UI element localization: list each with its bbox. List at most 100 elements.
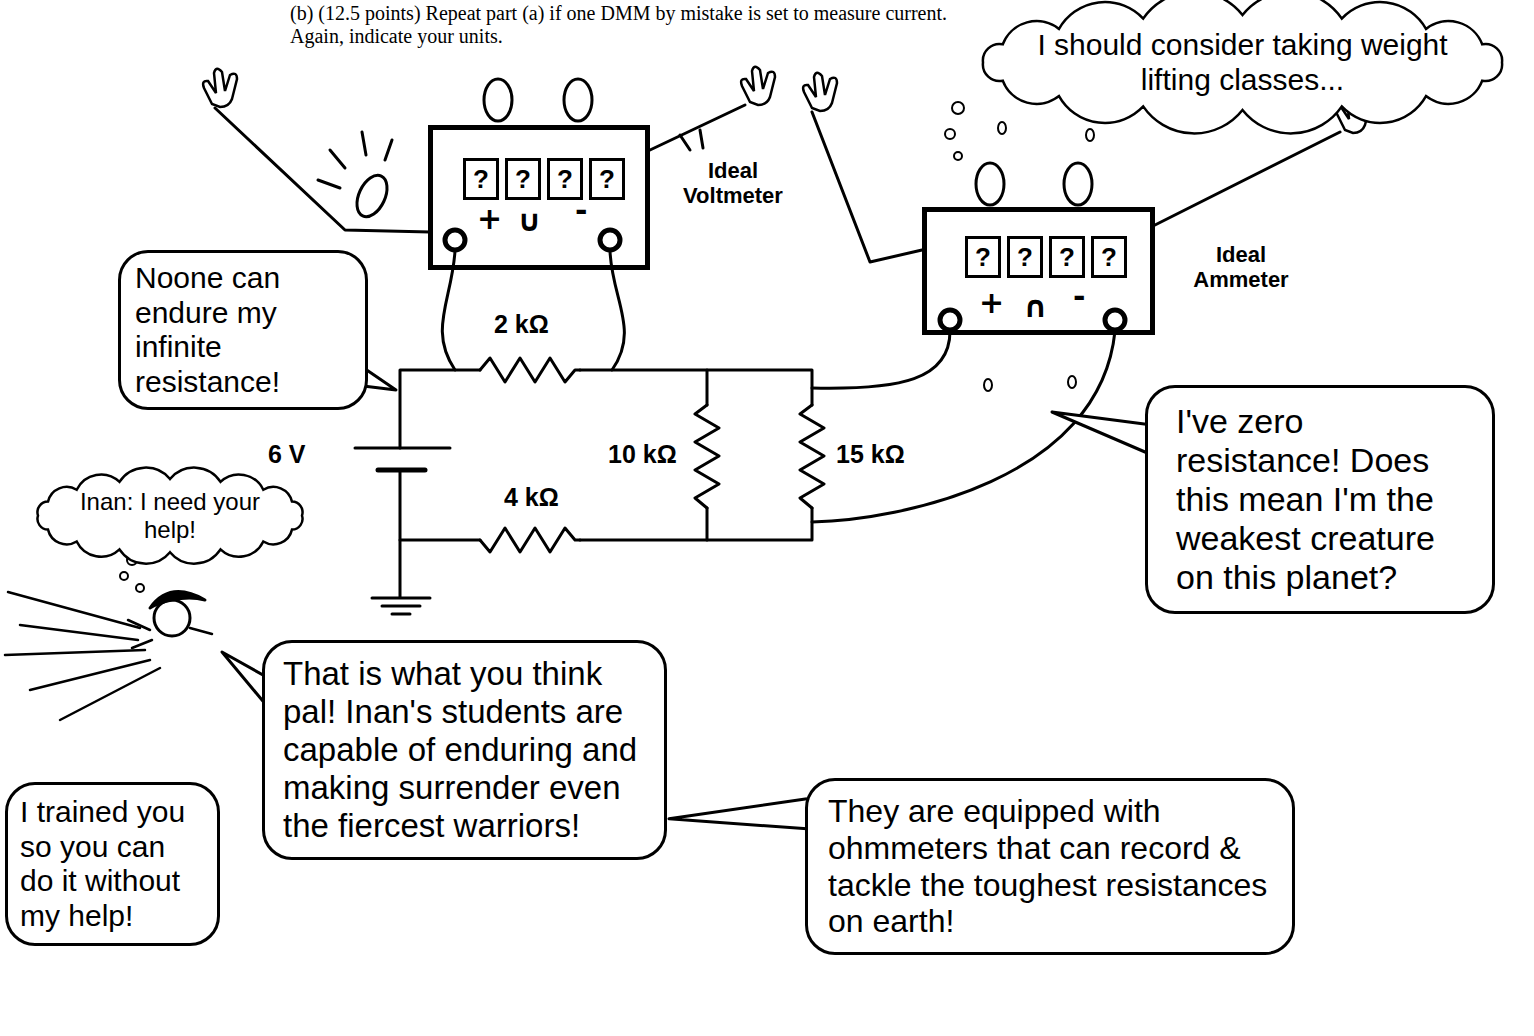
display-digit-text: ? xyxy=(1101,244,1117,270)
thought-dot xyxy=(952,102,964,114)
speech-text: Noone can endure my infinite resistance! xyxy=(135,261,351,399)
sweat-drop xyxy=(998,122,1006,134)
speech-tail xyxy=(1052,412,1152,455)
display-digit: ? xyxy=(589,158,625,200)
component-value: 6 V xyxy=(266,440,308,469)
speech-text: I should consider taking weight lifting … xyxy=(1030,28,1455,97)
display-digit: ? xyxy=(1049,236,1085,278)
component-value: 10 kΩ xyxy=(606,440,679,469)
speech-text: I trained you so you can do it without m… xyxy=(20,795,205,933)
speech-bubble: I trained you so you can do it without m… xyxy=(5,782,220,946)
resistor-symbol xyxy=(695,405,719,508)
display-digit: ? xyxy=(547,158,583,200)
terminal xyxy=(600,230,620,250)
speech-text: That is what you think pal! Inan's stude… xyxy=(283,655,646,845)
speech-text: They are equipped with ohmmeters that ca… xyxy=(828,793,1272,940)
speech-bubble: They are equipped with ohmmeters that ca… xyxy=(805,778,1295,955)
wire xyxy=(580,370,812,405)
cloud-outline xyxy=(983,0,1502,133)
wire xyxy=(706,508,709,540)
arm xyxy=(650,105,745,150)
wire xyxy=(400,370,480,448)
wire xyxy=(399,540,402,597)
meter-box: + ∩-???? xyxy=(922,207,1155,335)
cloud-outline xyxy=(37,468,302,564)
meter-label: Ideal Ammeter xyxy=(1180,242,1302,293)
probe-lead xyxy=(812,331,950,388)
character-head xyxy=(154,600,190,636)
component-value: 15 kΩ xyxy=(834,440,907,469)
hand xyxy=(803,73,837,111)
ground-symbol xyxy=(392,613,410,616)
resistor-symbol xyxy=(480,528,580,552)
sweat-drop xyxy=(1086,129,1094,141)
hand xyxy=(741,67,775,105)
meter-sign: + xyxy=(477,204,502,234)
arm xyxy=(215,108,430,232)
wire xyxy=(580,508,812,540)
character-hair xyxy=(150,592,205,608)
meter-sign: ∩ xyxy=(1023,292,1047,322)
meter-sign: ∪ xyxy=(517,206,541,236)
arm xyxy=(1155,132,1340,225)
probe-lead xyxy=(812,331,1115,522)
display-digit: ? xyxy=(965,236,1001,278)
hand xyxy=(203,69,237,107)
display-digit-text: ? xyxy=(599,166,615,192)
ground-symbol xyxy=(372,597,430,600)
meter-box: + ∪ -???? xyxy=(428,125,650,270)
display-digit-text: ? xyxy=(473,166,489,192)
display-digit: ? xyxy=(505,158,541,200)
battery-symbol xyxy=(378,468,425,473)
eye xyxy=(1064,163,1092,205)
component-value: 4 kΩ xyxy=(502,483,561,512)
terminal xyxy=(445,230,465,250)
wire xyxy=(400,470,480,540)
sweat-drop xyxy=(1068,376,1076,388)
meter-sign: - xyxy=(575,196,587,226)
speech-tail xyxy=(669,799,807,829)
display-digit-text: ? xyxy=(1059,244,1075,270)
light-ray xyxy=(680,130,703,150)
problem-statement: (b) (12.5 points) Repeat part (a) if one… xyxy=(288,2,982,48)
thought-cloud: I should consider taking weight lifting … xyxy=(980,12,1505,113)
eye xyxy=(564,79,592,121)
resistor-symbol xyxy=(480,358,580,382)
thought-dot xyxy=(136,584,144,592)
light-bulb xyxy=(351,171,393,222)
sweat-drop xyxy=(984,379,992,391)
speech-bubble: Noone can endure my infinite resistance! xyxy=(118,250,368,410)
terminal xyxy=(1105,310,1125,330)
meter-sign: + xyxy=(979,288,1004,318)
meter-sign: - xyxy=(1073,282,1085,312)
thought-dot xyxy=(120,572,128,580)
speech-text: I've zero resistance! Does this mean I'm… xyxy=(1176,402,1464,597)
arm xyxy=(812,112,922,262)
thought-dot xyxy=(954,152,962,160)
ground-symbol xyxy=(382,605,420,608)
display-digit: ? xyxy=(1091,236,1127,278)
display-digit-text: ? xyxy=(515,166,531,192)
display-digit-text: ? xyxy=(975,244,991,270)
battery-symbol xyxy=(355,447,450,450)
speech-bubble: That is what you think pal! Inan's stude… xyxy=(262,640,667,860)
eye xyxy=(484,79,512,121)
wire xyxy=(706,370,709,405)
display-digit-text: ? xyxy=(1017,244,1033,270)
display-digit: ? xyxy=(1007,236,1043,278)
meter-label: Ideal Voltmeter xyxy=(672,158,794,209)
speech-bubble: I've zero resistance! Does this mean I'm… xyxy=(1145,385,1495,614)
thought-dot xyxy=(945,129,955,139)
display-digit-text: ? xyxy=(557,166,573,192)
display-digit: ? xyxy=(463,158,499,200)
character-arm xyxy=(128,620,212,648)
eye xyxy=(976,163,1004,205)
component-value: 2 kΩ xyxy=(492,310,551,339)
light-ray xyxy=(318,132,392,188)
speech-text: Inan: I need your help! xyxy=(75,488,265,543)
terminal xyxy=(940,310,960,330)
motion-line xyxy=(5,592,160,720)
resistor-symbol xyxy=(800,405,824,508)
thought-cloud: Inan: I need your help! xyxy=(35,476,305,555)
